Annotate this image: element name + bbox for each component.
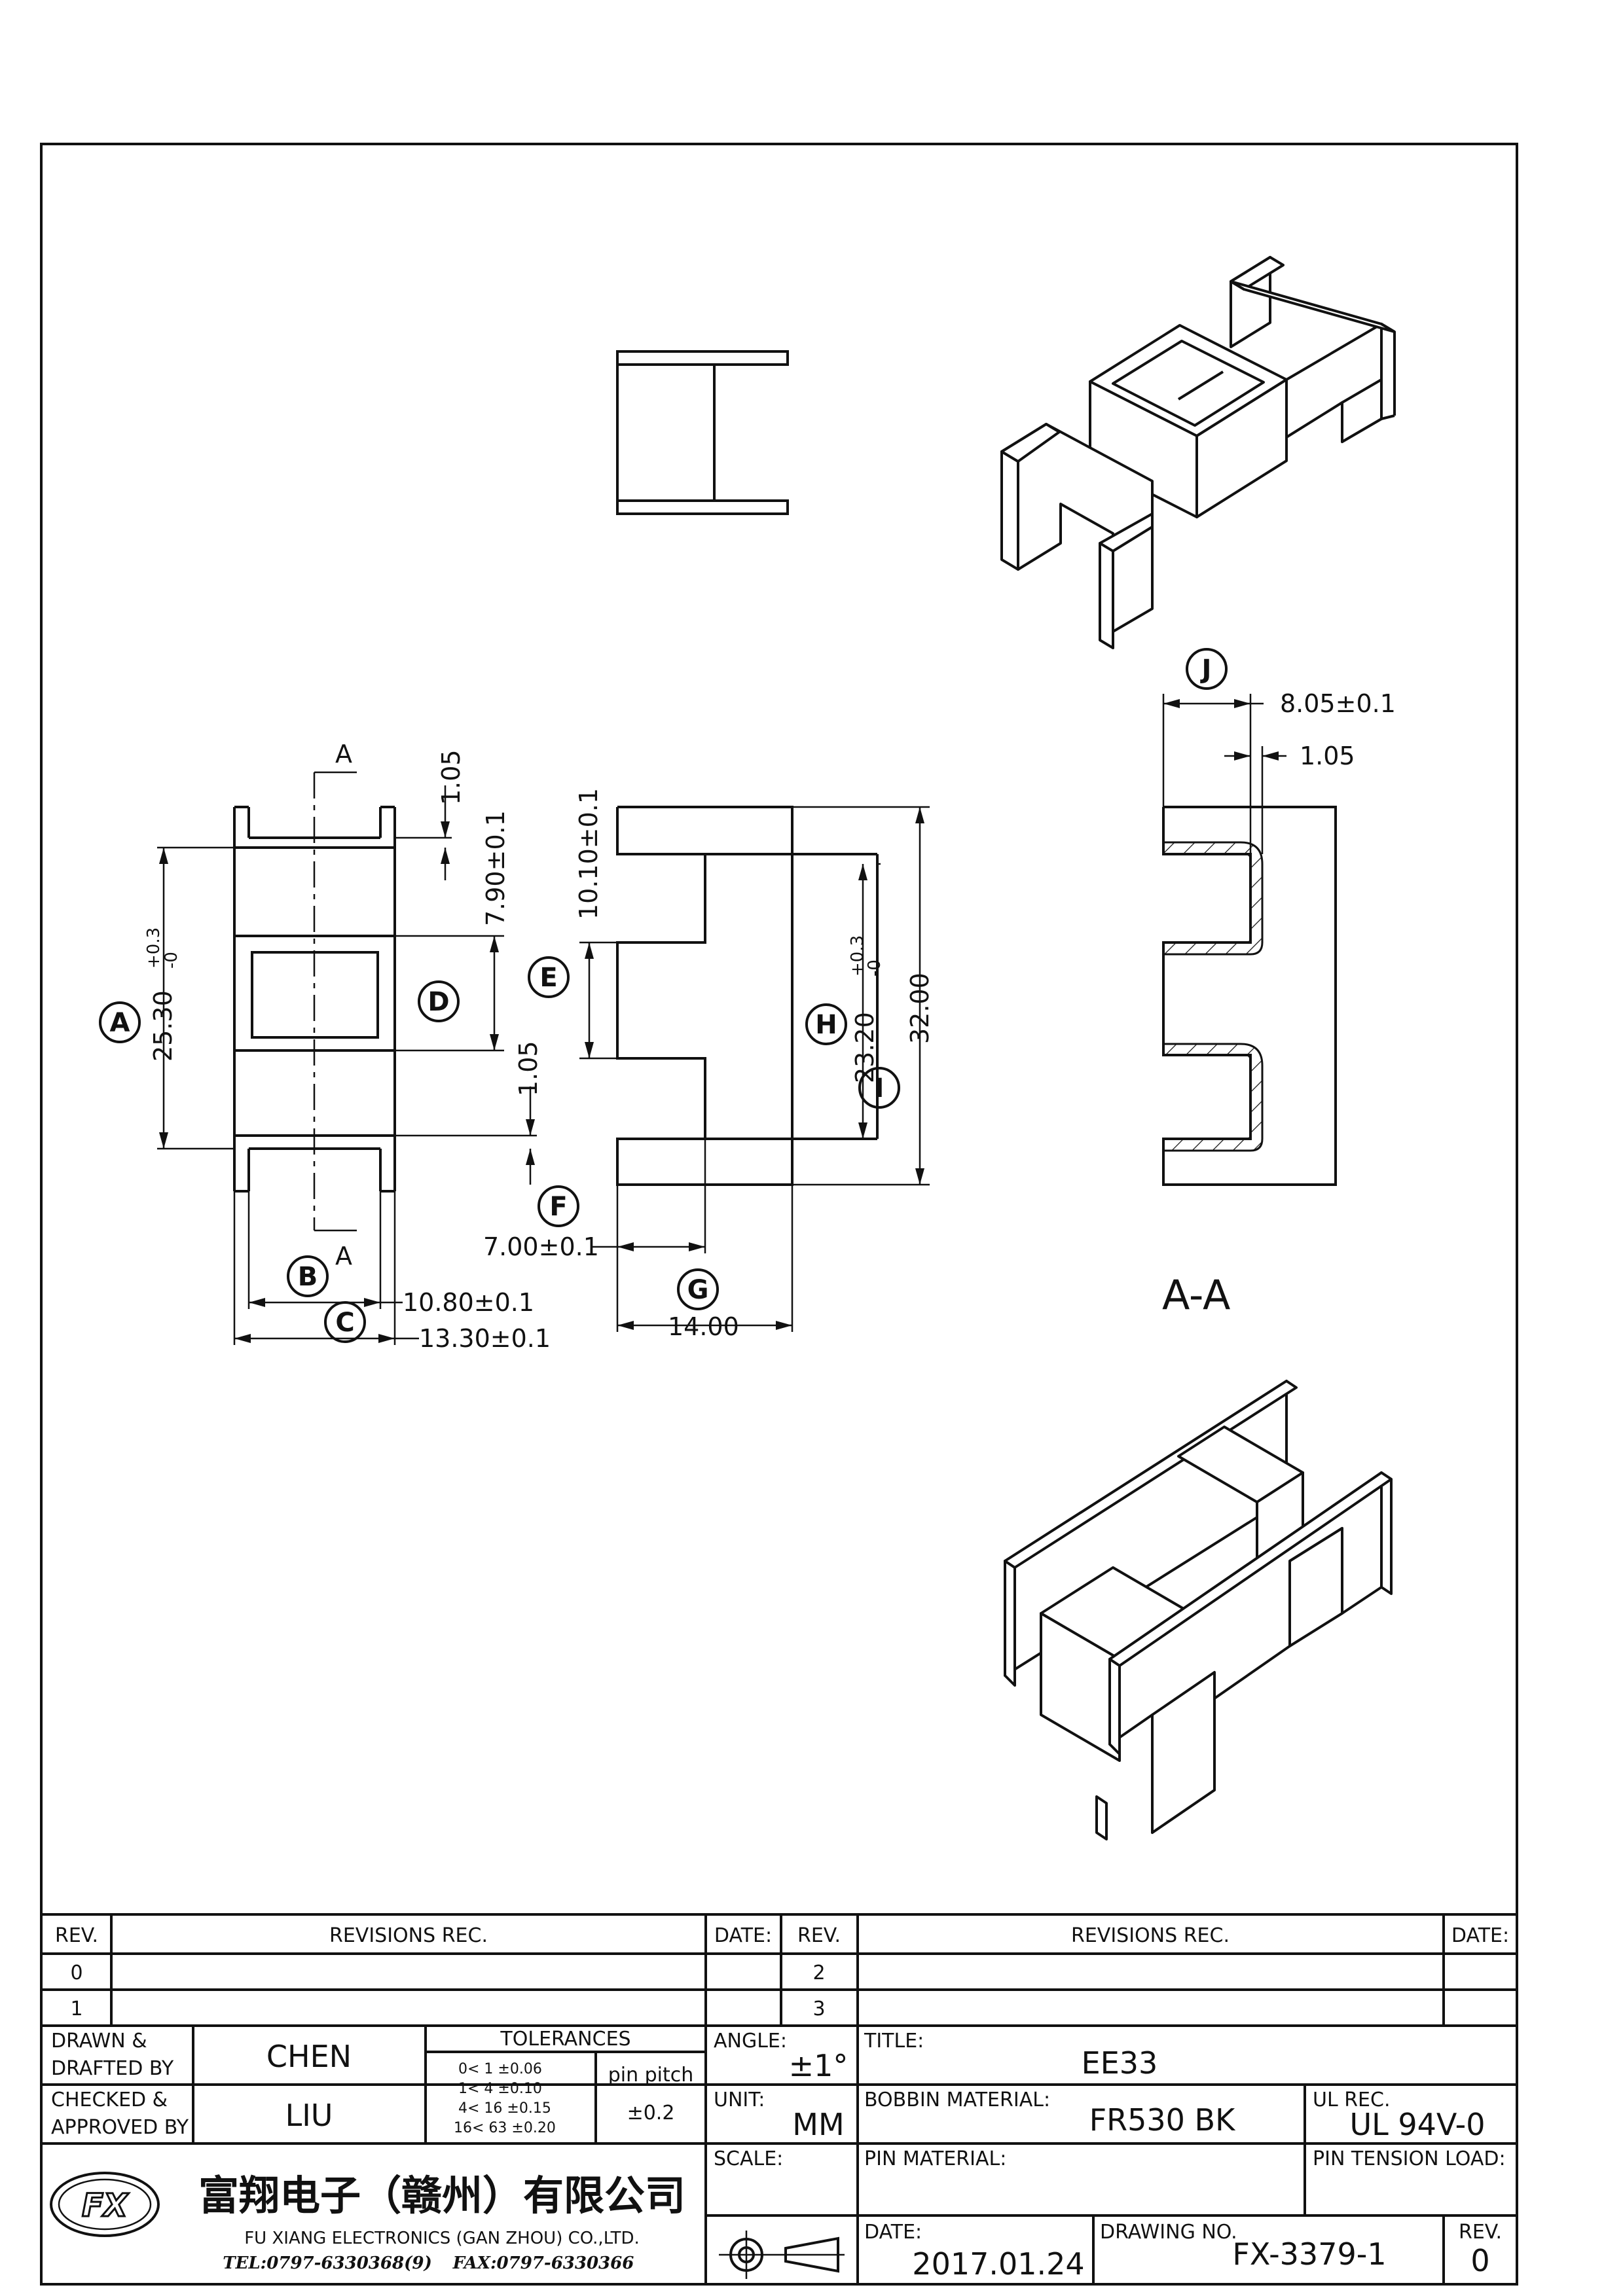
unit-label: UNIT: bbox=[714, 2089, 765, 2111]
dim-i-value: 32.00 bbox=[905, 973, 934, 1044]
rev-row-3: 3 bbox=[812, 1998, 825, 2020]
balloon-i: I bbox=[858, 1067, 900, 1109]
balloon-d: D bbox=[418, 980, 460, 1022]
tolerance-row-2: 1< 4 ±0.10 bbox=[458, 2081, 542, 2097]
svg-text:H: H bbox=[815, 1010, 837, 1040]
tolerance-row-1: 0< 1 ±0.06 bbox=[458, 2061, 542, 2077]
rev-header-left: REV. bbox=[55, 1924, 98, 1947]
ul-rec-value: UL 94V-0 bbox=[1349, 2107, 1485, 2142]
section-label: A-A bbox=[1162, 1271, 1230, 1319]
company-name-cn: 富翔电子（赣州）有限公司 bbox=[198, 2172, 685, 2219]
title-label: TITLE: bbox=[864, 2030, 924, 2053]
revisions-header-right: REVISIONS REC. bbox=[1071, 1924, 1230, 1947]
drawing-no-value: FX-3379-1 bbox=[1232, 2236, 1386, 2272]
checked-label-1: CHECKED & bbox=[51, 2089, 168, 2111]
drawn-label-2: DRAFTED BY bbox=[51, 2057, 174, 2080]
section-marker-top: A bbox=[335, 740, 352, 768]
front-view-dimensions bbox=[157, 785, 537, 1345]
pin-tension-label: PIN TENSION LOAD: bbox=[1313, 2147, 1506, 2170]
bobbin-material-value: FR530 BK bbox=[1089, 2102, 1236, 2138]
balloon-a: A bbox=[99, 1001, 141, 1043]
dim-d-value: 7.90±0.1 bbox=[481, 810, 510, 926]
svg-text:G: G bbox=[687, 1275, 709, 1305]
dim-f-value: 7.00±0.1 bbox=[483, 1232, 599, 1261]
balloon-c: C bbox=[324, 1301, 366, 1343]
dim-wall-top: 1.05 bbox=[437, 749, 465, 805]
svg-text:D: D bbox=[428, 987, 449, 1017]
checked-label-2: APPROVED BY bbox=[51, 2116, 189, 2139]
revisions-header-left: REVISIONS REC. bbox=[329, 1924, 488, 1947]
front-view bbox=[233, 771, 396, 1232]
dim-g-value: 14.00 bbox=[668, 1312, 739, 1341]
dim-wall-bottom: 1.05 bbox=[514, 1041, 543, 1096]
top-view bbox=[616, 806, 879, 1186]
dim-h-tol-lower: -0 bbox=[865, 960, 884, 977]
drawn-by: CHEN bbox=[266, 2039, 352, 2074]
date-header-left: DATE: bbox=[714, 1924, 772, 1947]
balloon-h: H bbox=[805, 1003, 847, 1045]
balloon-g: G bbox=[677, 1268, 719, 1310]
dim-a-tol-lower: -0 bbox=[162, 952, 181, 969]
svg-text:I: I bbox=[875, 1073, 884, 1103]
isometric-view-top bbox=[1000, 256, 1396, 649]
rev-row-2: 2 bbox=[812, 1962, 825, 1984]
scale-label: SCALE: bbox=[714, 2147, 783, 2170]
pin-pitch-value: ±0.2 bbox=[627, 2102, 675, 2125]
svg-text:C: C bbox=[335, 1308, 354, 1338]
rev-label: REV. bbox=[1459, 2221, 1502, 2244]
dim-a-value: 25.30 bbox=[149, 990, 177, 1062]
pin-pitch-label: pin pitch bbox=[608, 2064, 694, 2087]
dim-h-tol-upper: +0.3 bbox=[848, 935, 867, 977]
svg-text:J: J bbox=[1200, 655, 1212, 685]
drawn-label-1: DRAWN & bbox=[51, 2030, 147, 2053]
date-label: DATE: bbox=[864, 2221, 922, 2244]
dim-j-wall: 1.05 bbox=[1300, 742, 1355, 770]
balloon-f: F bbox=[538, 1185, 579, 1227]
balloon-e: E bbox=[528, 956, 570, 998]
tolerance-row-4: 16< 63 ±0.20 bbox=[454, 2120, 556, 2136]
angle-value: ±1° bbox=[789, 2048, 848, 2083]
dim-b-value: 10.80±0.1 bbox=[403, 1288, 534, 1317]
dim-a-tol-upper: +0.3 bbox=[144, 927, 164, 969]
section-marker-bottom: A bbox=[335, 1242, 352, 1270]
dim-j-value: 8.05±0.1 bbox=[1280, 689, 1396, 718]
pin-material-label: PIN MATERIAL: bbox=[864, 2147, 1006, 2170]
top-view-dimensions bbox=[579, 806, 930, 1332]
company-logo: FX bbox=[50, 2172, 160, 2237]
balloon-j: J bbox=[1186, 648, 1228, 690]
svg-text:F: F bbox=[549, 1192, 567, 1222]
svg-text:A: A bbox=[110, 1008, 130, 1038]
side-view bbox=[616, 350, 789, 515]
rev-row-0: 0 bbox=[70, 1962, 82, 1984]
angle-label: ANGLE: bbox=[714, 2030, 787, 2053]
tolerances-title: TOLERANCES bbox=[500, 2028, 630, 2051]
date-header-right: DATE: bbox=[1451, 1924, 1509, 1947]
isometric-view-bottom bbox=[1004, 1380, 1393, 1840]
rev-header-right: REV. bbox=[797, 1924, 841, 1947]
dim-h-value: 23.20 bbox=[850, 1012, 879, 1083]
section-view bbox=[1162, 694, 1337, 1186]
company-tel: TEL:0797-6330368(9) bbox=[223, 2253, 432, 2273]
ul-rec-label: UL REC. bbox=[1313, 2089, 1391, 2111]
drawing-no-label: DRAWING NO. bbox=[1100, 2221, 1237, 2244]
date-value: 2017.01.24 bbox=[912, 2246, 1084, 2282]
company-name-en: FU XIANG ELECTRONICS (GAN ZHOU) CO.,LTD. bbox=[244, 2229, 640, 2248]
dim-e-value: 10.10±0.1 bbox=[574, 788, 603, 920]
unit-value: MM bbox=[792, 2107, 844, 2142]
checked-by: LIU bbox=[285, 2098, 333, 2133]
bobbin-material-label: BOBBIN MATERIAL: bbox=[864, 2089, 1050, 2111]
dim-c-value: 13.30±0.1 bbox=[419, 1324, 551, 1353]
tolerance-row-3: 4< 16 ±0.15 bbox=[458, 2100, 551, 2117]
svg-text:E: E bbox=[539, 963, 557, 993]
svg-text:B: B bbox=[298, 1262, 318, 1292]
title-value: EE33 bbox=[1082, 2045, 1158, 2081]
rev-row-1: 1 bbox=[70, 1998, 82, 2020]
balloon-b: B bbox=[287, 1255, 329, 1297]
revision-table bbox=[41, 1913, 1517, 2027]
title-block bbox=[41, 2026, 1517, 2284]
svg-text:FX: FX bbox=[82, 2187, 129, 2224]
company-fax: FAX:0797-6330366 bbox=[452, 2253, 634, 2273]
rev-value: 0 bbox=[1470, 2243, 1489, 2278]
drawing-frame bbox=[40, 143, 1518, 2286]
